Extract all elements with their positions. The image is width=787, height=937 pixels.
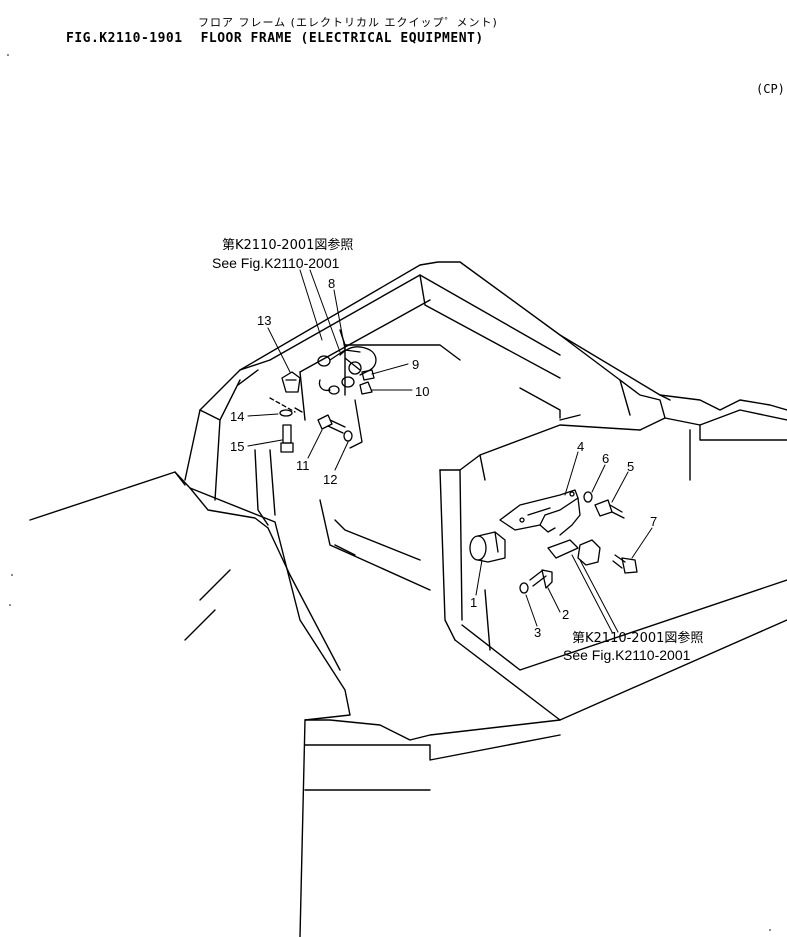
- figure-number: FIG.K2110-1901: [66, 31, 183, 46]
- callout-labels: 1 2 3 4 5 6 7 8 9 10 11 12 13 14 15: [230, 276, 657, 640]
- scan-specks: [7, 54, 771, 931]
- reference-notes: 第K2110-2001図参照 See Fig.K2110-2001 第K2110…: [212, 237, 703, 663]
- variant-code: (CP): [756, 82, 785, 96]
- callout-10: 10: [415, 384, 429, 399]
- reference-b-jp: 第K2110-2001図参照: [572, 630, 703, 646]
- callout-2: 2: [562, 607, 569, 622]
- callout-12: 12: [323, 472, 337, 487]
- callout-14: 14: [230, 409, 244, 424]
- figure-title: FLOOR FRAME (ELECTRICAL EQUIPMENT): [200, 31, 484, 46]
- callout-15: 15: [230, 439, 244, 454]
- upper-harness-group: [269, 346, 377, 453]
- leader-lines: [247, 269, 653, 633]
- callout-5: 5: [627, 459, 634, 474]
- callout-8: 8: [328, 276, 335, 291]
- title-japanese: フロア フレーム (エレクトリカル エクイップ゜メント): [198, 16, 498, 29]
- callout-7: 7: [650, 514, 657, 529]
- callout-13: 13: [257, 313, 271, 328]
- floor-frame-outline: [29, 261, 787, 937]
- callout-6: 6: [602, 451, 609, 466]
- reference-a-en: See Fig.K2110-2001: [212, 255, 340, 271]
- callout-1: 1: [470, 595, 477, 610]
- callout-3: 3: [534, 625, 541, 640]
- figure-header: FIG.K2110-1901 FLOOR FRAME (ELECTRICAL EQ…: [66, 31, 502, 46]
- lower-switch-group: [469, 489, 638, 594]
- reference-b-en: See Fig.K2110-2001: [563, 647, 691, 663]
- callout-9: 9: [412, 357, 419, 372]
- callout-11: 11: [296, 458, 310, 473]
- reference-a-jp: 第K2110-2001図参照: [222, 237, 353, 253]
- callout-4: 4: [577, 439, 584, 454]
